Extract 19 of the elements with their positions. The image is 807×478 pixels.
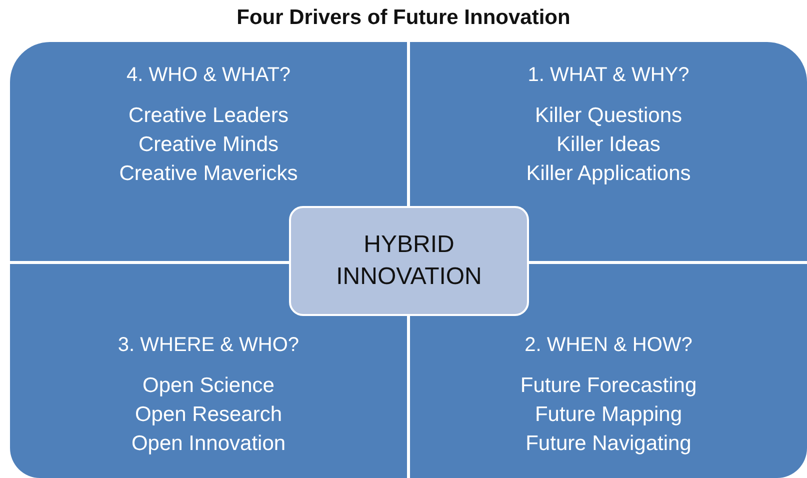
quadrant-heading: 2. WHEN & HOW?: [524, 334, 692, 357]
item-text: Future Forecasting: [520, 373, 697, 399]
item-text: Killer Questions: [534, 103, 682, 129]
quadrant-heading: 3. WHERE & WHO?: [118, 334, 300, 357]
item-text: Killer Applications: [526, 161, 691, 187]
item-text: Open Science: [142, 373, 274, 399]
item-text: Open Innovation: [131, 431, 286, 457]
item-text: Open Research: [134, 402, 282, 428]
quadrant-heading: 4. WHO & WHAT?: [126, 64, 291, 87]
item-text: Future Mapping: [534, 402, 682, 428]
quadrant-heading: 1. WHAT & WHY?: [528, 64, 690, 87]
item-text: Creative Leaders: [128, 103, 288, 129]
item-text: Future Navigating: [526, 431, 692, 457]
item-text: Killer Ideas: [556, 132, 660, 158]
diagram-title: Four Drivers of Future Innovation: [236, 6, 572, 30]
center-label: HYBRID INNOVATION: [335, 230, 483, 292]
item-text: Creative Mavericks: [119, 161, 298, 187]
center-box: [289, 206, 529, 316]
item-text: Creative Minds: [138, 132, 279, 158]
